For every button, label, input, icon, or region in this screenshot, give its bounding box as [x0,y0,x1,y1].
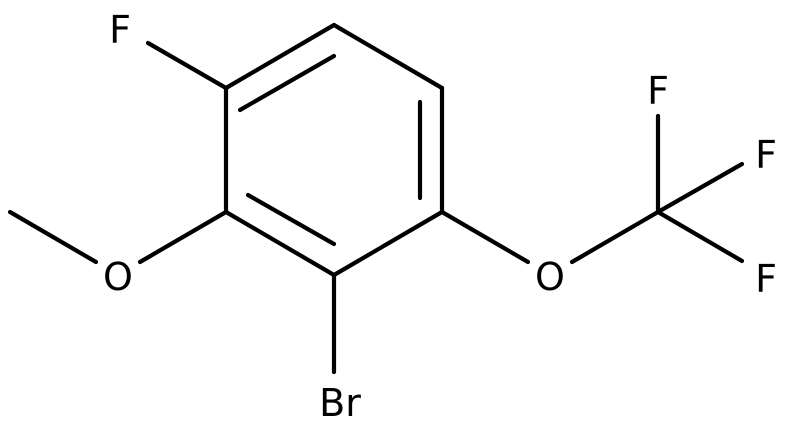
atom-label-br: Br [319,381,361,425]
ring-bond-c5-c6-inner [245,192,337,247]
atom-label-o-ether: O [535,255,565,299]
ring-bond-c1-c2 [223,22,337,91]
ring-bond-c1-c2-inner [237,53,337,113]
atom-label-f-cf3-right: F [755,133,777,177]
bond-c-f-bottom [655,209,745,264]
bond-o-methyl [7,209,99,265]
bond-c1-f [145,40,229,91]
bond-c4-o-ether [439,209,531,265]
ring-bond-c2-c3 [331,22,445,91]
ring-bond-c5-c6 [223,209,337,278]
atom-label-o-methoxy: O [103,255,133,299]
bond-o-cf3 [569,209,661,265]
atom-label-f-ring: F [109,8,131,52]
bond-c6-o-methoxy [137,209,229,265]
bond-c-f-right [655,161,745,215]
atom-label-f-cf3-top: F [647,69,669,113]
atom-label-f-cf3-bottom: F [755,257,777,301]
ring-bond-c4-c5 [331,209,445,278]
